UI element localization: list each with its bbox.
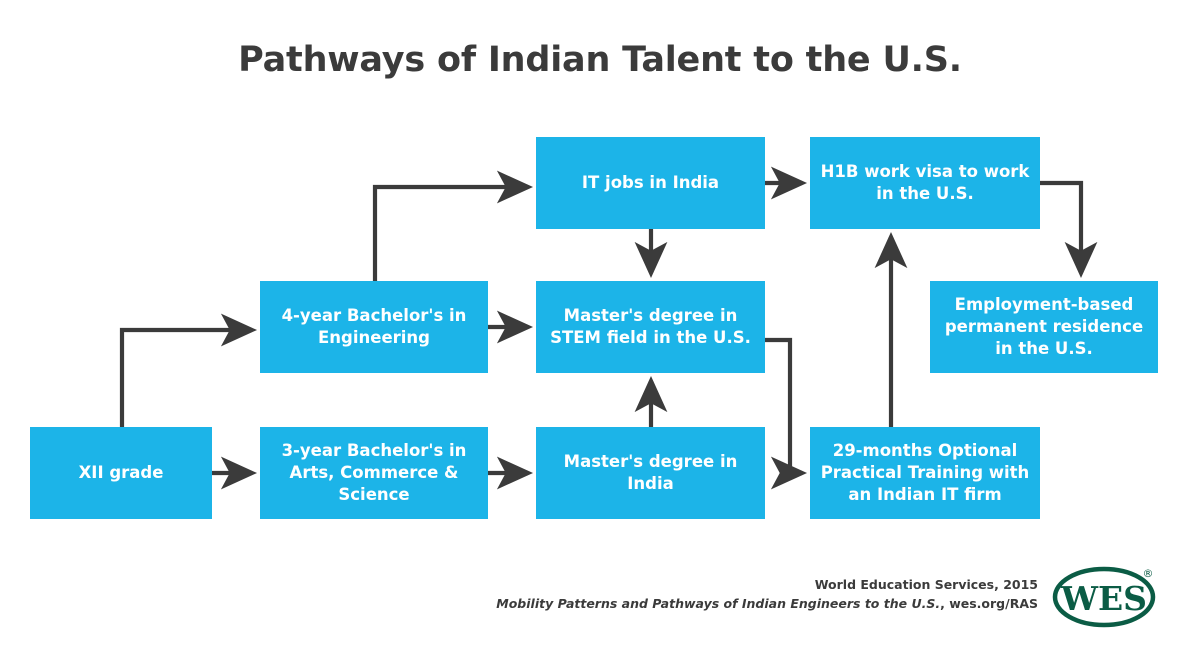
node-it-jobs-india[interactable]: IT jobs in India <box>536 137 765 229</box>
edge-bachelors-engineering-to-it-jobs <box>372 170 534 281</box>
page-title: Pathways of Indian Talent to the U.S. <box>238 40 962 80</box>
edge-xii-grade-to-bachelors-engineering <box>119 313 258 427</box>
node-opt-training[interactable]: 29-months Optional Practical Training wi… <box>810 427 1040 519</box>
node-bachelors-arts[interactable]: 3-year Bachelor's in Arts, Commerce & Sc… <box>260 427 488 519</box>
footer-line-1: World Education Services, 2015 <box>814 577 1038 592</box>
registered-mark-icon: ® <box>1143 567 1154 580</box>
node-h1b-visa[interactable]: H1B work visa to work in the U.S. <box>810 137 1040 229</box>
node-xii-grade[interactable]: XII grade <box>30 427 212 519</box>
node-bachelors-engineering[interactable]: 4-year Bachelor's in Engineering <box>260 281 488 373</box>
footer-report-title: Mobility Patterns and Pathways of Indian… <box>496 596 941 612</box>
node-masters-stem-us[interactable]: Master's degree in STEM field in the U.S… <box>536 281 765 373</box>
wes-logo: WES ® <box>1052 566 1156 628</box>
footer-report-url: , wes.org/RAS <box>940 596 1038 612</box>
edge-masters-stem-to-opt <box>765 337 808 490</box>
wes-logo-text: WES <box>1060 579 1147 618</box>
node-employment-residence[interactable]: Employment-based permanent residence in … <box>930 281 1158 373</box>
footer-credit: World Education Services, 2015 Mobility … <box>478 575 1038 614</box>
footer-line-2: Mobility Patterns and Pathways of Indian… <box>478 594 1038 613</box>
node-masters-india[interactable]: Master's degree in India <box>536 427 765 519</box>
edge-h1b-to-employment <box>1040 180 1098 279</box>
